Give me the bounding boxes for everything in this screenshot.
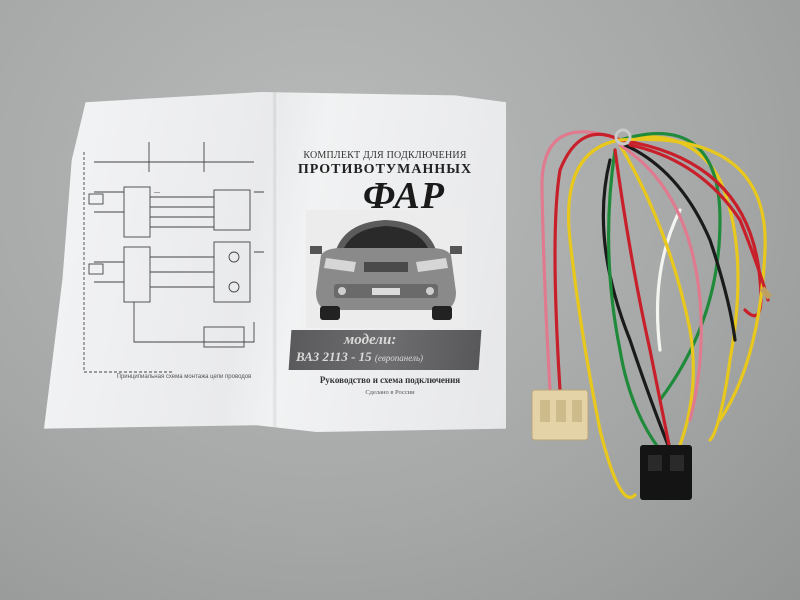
svg-text:—: — (154, 190, 160, 196)
wire-harness (531, 128, 773, 500)
wiring-schematic: — (83, 142, 264, 373)
instruction-leaflet: — Принципиальная схема монтажа цепи пров… (44, 92, 506, 432)
model-note: (европанель) (374, 353, 424, 363)
wire-green (618, 131, 722, 402)
wire-pink (618, 143, 703, 422)
wire-red (618, 138, 763, 318)
ring-terminal (614, 128, 632, 146)
wire-yellow (567, 138, 637, 499)
wire-green (607, 148, 662, 452)
spade-terminal (759, 286, 773, 300)
wire-pink (540, 130, 622, 392)
model-label: модели: (344, 332, 397, 348)
wire-yellow (618, 143, 695, 447)
kit-heading: КОМПЛЕКТ ДЛЯ ПОДКЛЮЧЕНИЯ (303, 150, 467, 161)
wire-black (601, 158, 672, 452)
wire-red (613, 148, 672, 452)
leaflet-fold (272, 92, 278, 432)
wire-yellow (618, 137, 767, 422)
made-in-text: Сделано в России (365, 389, 415, 396)
model-name-text: ВАЗ 2113 - 15 (296, 349, 372, 364)
kit-title: ПРОТИВОТУМАННЫХ (297, 162, 473, 177)
black-connector (640, 445, 692, 500)
wire-white (655, 208, 682, 352)
wire-red (628, 143, 770, 302)
wire-black (623, 143, 737, 342)
model-name: ВАЗ 2113 - 15 (европанель) (296, 349, 482, 365)
guide-text: Руководство и схема подключения (319, 375, 461, 385)
schematic-caption: Принципиальная схема монтажа цепи провод… (116, 374, 252, 380)
car-photo (306, 210, 466, 328)
wire-red (553, 132, 622, 392)
